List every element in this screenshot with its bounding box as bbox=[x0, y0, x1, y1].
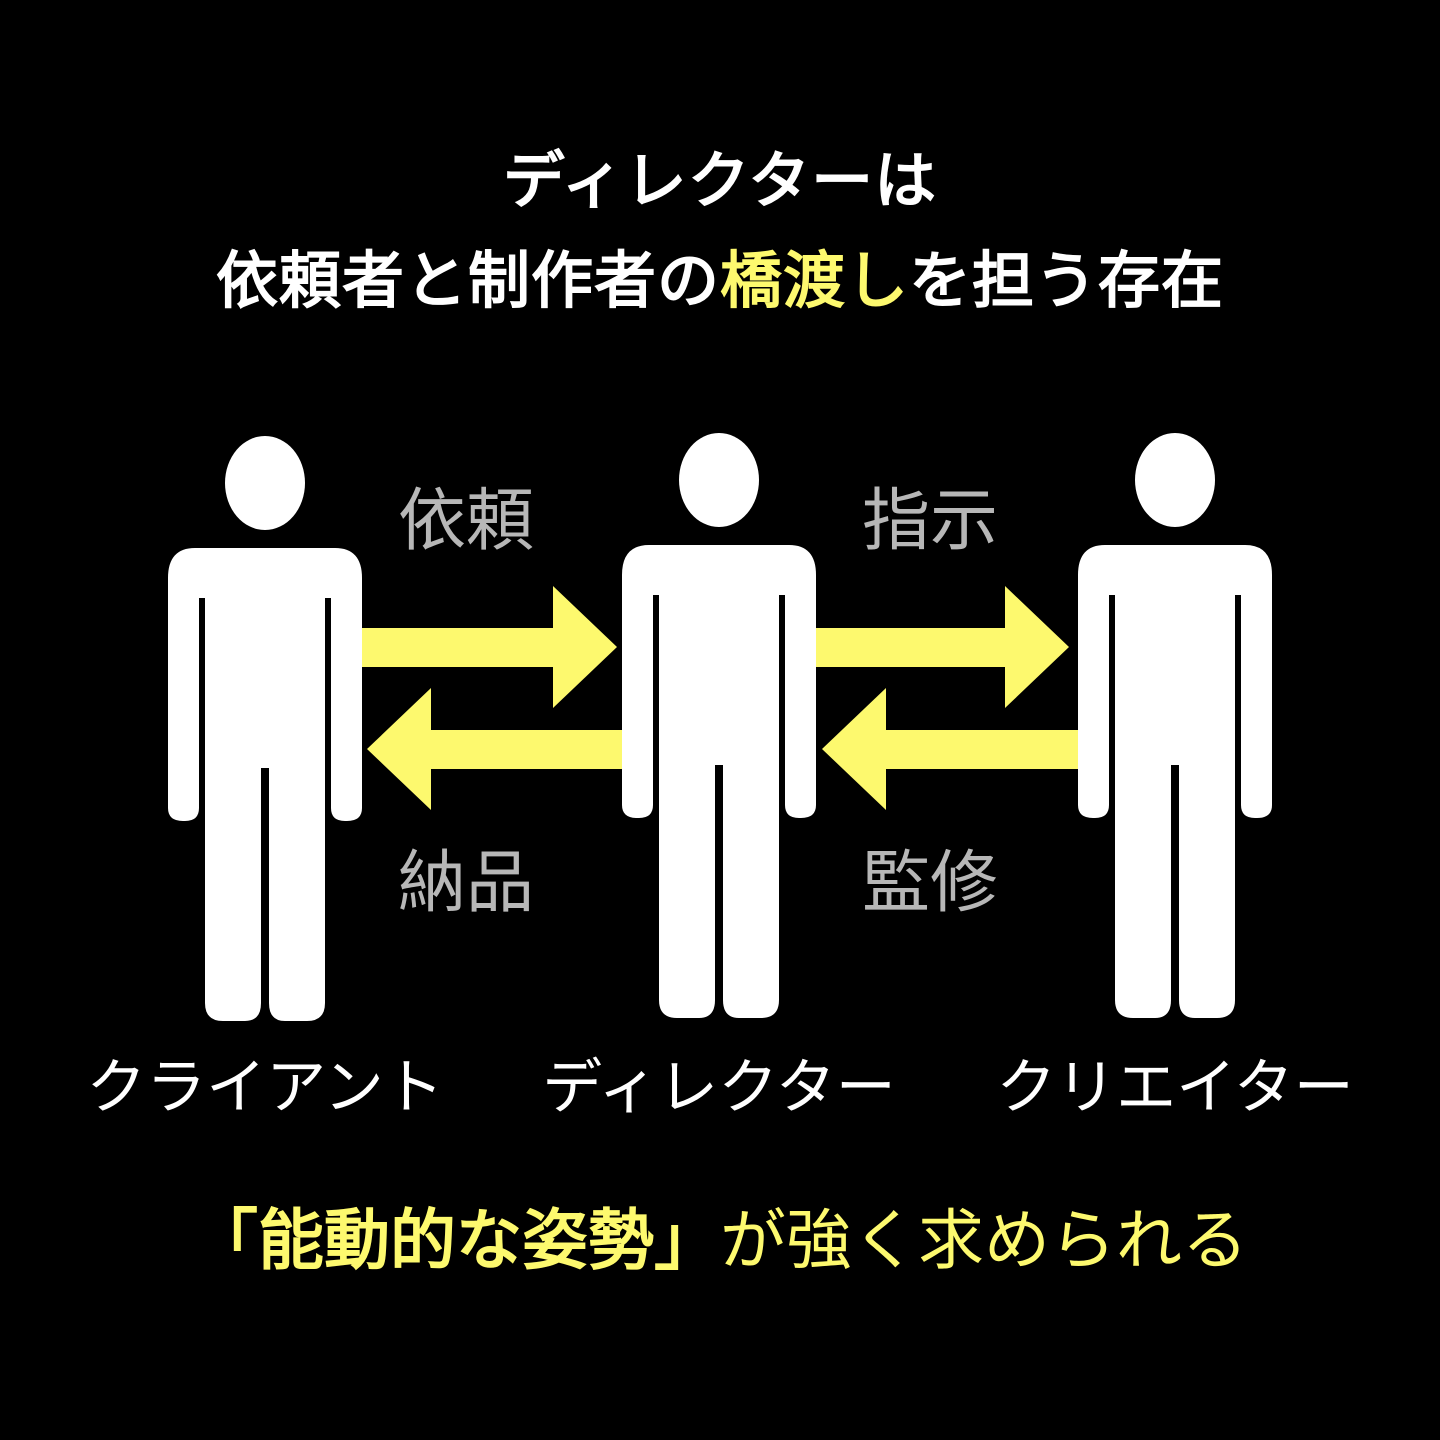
creator-person-icon bbox=[1078, 433, 1272, 1018]
flow-label-delivery: 納品 bbox=[397, 844, 534, 923]
footer-rest-text: が強く求められる bbox=[720, 1202, 1248, 1279]
arrow-instruction-right bbox=[816, 586, 1069, 708]
arrow-supervision-left bbox=[822, 688, 1078, 810]
title-line-1-text: ディレクターは bbox=[502, 144, 938, 217]
arrow-request-right bbox=[362, 586, 617, 708]
arrow-delivery-left bbox=[367, 688, 624, 810]
person-label-client: クライアント bbox=[86, 1053, 444, 1123]
person-label-creator: クリエイター bbox=[996, 1053, 1354, 1123]
person-label-director: ディレクター bbox=[542, 1053, 896, 1123]
title-line-2: 依頼者と制作者の橋渡しを担う存在 bbox=[0, 250, 1440, 312]
title-line-2-text-a: 依頼者と制作者の bbox=[215, 244, 720, 317]
flow-label-supervision: 監修 bbox=[861, 844, 998, 923]
title-line-2-text-b: を担う存在 bbox=[909, 244, 1225, 317]
client-person-icon bbox=[168, 436, 362, 1021]
flow-label-instruction: 指示 bbox=[861, 482, 998, 561]
footer-message: 「能動的な姿勢」が強く求められる bbox=[0, 1208, 1440, 1274]
footer-emphasis-text: 「能動的な姿勢」 bbox=[192, 1202, 720, 1279]
title-line-1: ディレクターは bbox=[0, 150, 1440, 212]
flow-label-request: 依頼 bbox=[397, 482, 534, 561]
title-highlight-text: 橋渡し bbox=[719, 244, 909, 317]
director-person-icon bbox=[622, 433, 816, 1018]
